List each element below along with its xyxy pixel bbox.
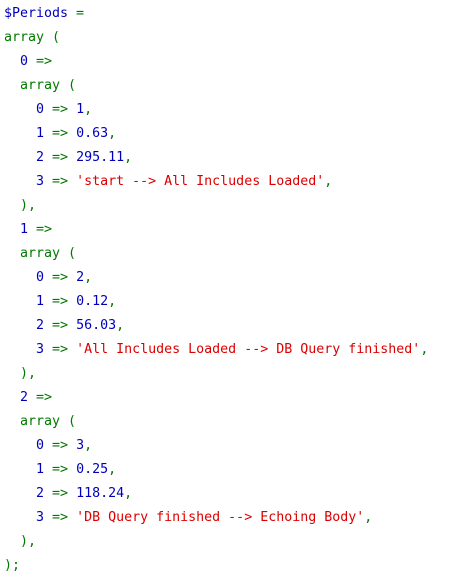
arrow-operator: => bbox=[28, 222, 53, 237]
item-key: 2 bbox=[36, 318, 45, 333]
item-key: 0 bbox=[36, 270, 45, 285]
code-line-entry-key: 2 => bbox=[4, 386, 52, 410]
item-key: 1 bbox=[36, 126, 45, 141]
comma: , bbox=[84, 270, 93, 285]
item-number-value: 118.24 bbox=[76, 486, 125, 501]
code-line-entry-key: 1 => bbox=[4, 218, 52, 242]
code-line-item: 0 => 3, bbox=[4, 434, 92, 458]
code-line-item: 0 => 1, bbox=[4, 98, 92, 122]
comma: , bbox=[324, 174, 333, 189]
code-line-item: 0 => 2, bbox=[4, 266, 92, 290]
arrow-operator: => bbox=[44, 318, 77, 333]
code-line-inner-array-open: array ( bbox=[4, 74, 76, 98]
close-paren: ), bbox=[20, 534, 37, 549]
item-number-value: 1 bbox=[76, 102, 85, 117]
item-key: 2 bbox=[36, 150, 45, 165]
code-line-inner-array-open: array ( bbox=[4, 242, 76, 266]
code-line-entry-key: 0 => bbox=[4, 50, 52, 74]
item-number-value: 295.11 bbox=[76, 150, 125, 165]
item-key: 3 bbox=[36, 510, 45, 525]
code-line-array-open: array ( bbox=[4, 26, 60, 50]
array-keyword: array ( bbox=[20, 246, 77, 261]
item-number-value: 2 bbox=[76, 270, 85, 285]
item-key: 1 bbox=[36, 294, 45, 309]
code-line-item: 2 => 295.11, bbox=[4, 146, 132, 170]
arrow-operator: => bbox=[44, 294, 77, 309]
comma: , bbox=[124, 486, 133, 501]
item-key: 0 bbox=[36, 438, 45, 453]
close-paren: ); bbox=[4, 558, 21, 573]
code-line-item: 1 => 0.63, bbox=[4, 122, 116, 146]
comma: , bbox=[108, 294, 117, 309]
entry-key: 0 bbox=[20, 54, 29, 69]
arrow-operator: => bbox=[44, 438, 77, 453]
item-key: 0 bbox=[36, 102, 45, 117]
arrow-operator: => bbox=[44, 342, 77, 357]
comma: , bbox=[364, 510, 373, 525]
item-number-value: 56.03 bbox=[76, 318, 117, 333]
arrow-operator: => bbox=[44, 102, 77, 117]
item-number-value: 0.25 bbox=[76, 462, 109, 477]
array-keyword: array ( bbox=[20, 414, 77, 429]
comma: , bbox=[84, 102, 93, 117]
entry-key: 1 bbox=[20, 222, 29, 237]
array-keyword: array ( bbox=[20, 78, 77, 93]
code-line-item: 3 => 'DB Query finished --> Echoing Body… bbox=[4, 506, 372, 530]
comma: , bbox=[420, 342, 429, 357]
item-number-value: 3 bbox=[76, 438, 85, 453]
code-line-inner-array-close: ), bbox=[4, 530, 36, 554]
comma: , bbox=[108, 126, 117, 141]
item-number-value: 0.63 bbox=[76, 126, 109, 141]
code-line-assignment: $Periods = bbox=[4, 2, 84, 26]
code-line-item: 3 => 'All Includes Loaded --> DB Query f… bbox=[4, 338, 428, 362]
code-line-inner-array-close: ), bbox=[4, 194, 36, 218]
item-key: 3 bbox=[36, 342, 45, 357]
assign-operator: = bbox=[68, 6, 85, 21]
arrow-operator: => bbox=[44, 174, 77, 189]
arrow-operator: => bbox=[44, 270, 77, 285]
entry-key: 2 bbox=[20, 390, 29, 405]
arrow-operator: => bbox=[44, 462, 77, 477]
comma: , bbox=[108, 462, 117, 477]
item-key: 2 bbox=[36, 486, 45, 501]
code-line-item: 1 => 0.25, bbox=[4, 458, 116, 482]
item-string-value: 'DB Query finished --> Echoing Body' bbox=[76, 510, 365, 525]
comma: , bbox=[124, 150, 133, 165]
code-line-item: 2 => 118.24, bbox=[4, 482, 132, 506]
item-string-value: 'All Includes Loaded --> DB Query finish… bbox=[76, 342, 421, 357]
item-string-value: 'start --> All Includes Loaded' bbox=[76, 174, 325, 189]
comma: , bbox=[84, 438, 93, 453]
code-line-array-close: ); bbox=[4, 554, 20, 578]
arrow-operator: => bbox=[44, 150, 77, 165]
arrow-operator: => bbox=[28, 390, 53, 405]
item-key: 3 bbox=[36, 174, 45, 189]
arrow-operator: => bbox=[44, 510, 77, 525]
arrow-operator: => bbox=[28, 54, 53, 69]
comma: , bbox=[116, 318, 125, 333]
item-number-value: 0.12 bbox=[76, 294, 109, 309]
close-paren: ), bbox=[20, 198, 37, 213]
arrow-operator: => bbox=[44, 486, 77, 501]
item-key: 1 bbox=[36, 462, 45, 477]
code-line-item: 1 => 0.12, bbox=[4, 290, 116, 314]
code-line-inner-array-close: ), bbox=[4, 362, 36, 386]
code-line-item: 3 => 'start --> All Includes Loaded', bbox=[4, 170, 332, 194]
code-line-item: 2 => 56.03, bbox=[4, 314, 124, 338]
close-paren: ), bbox=[20, 366, 37, 381]
arrow-operator: => bbox=[44, 126, 77, 141]
array-keyword: array ( bbox=[4, 30, 61, 45]
variable-name: $Periods bbox=[4, 6, 69, 21]
code-line-inner-array-open: array ( bbox=[4, 410, 76, 434]
